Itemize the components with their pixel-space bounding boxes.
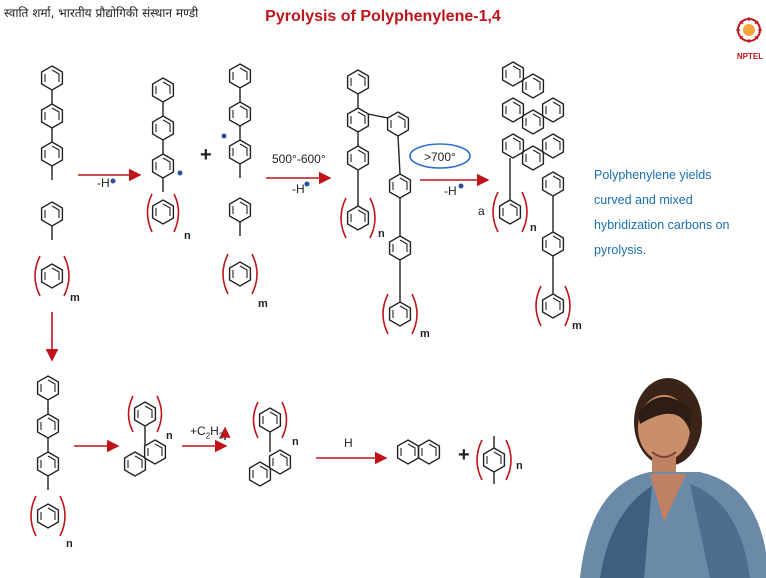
label-temp-high: >700° — [424, 150, 456, 164]
note-line-2: curved and mixed — [594, 193, 693, 207]
label-acetylene: +C2H2 — [190, 424, 224, 441]
subscript-n-6: n — [292, 436, 299, 448]
subscript-n-5: n — [166, 430, 173, 442]
note-line-4: pyrolysis. — [594, 243, 647, 257]
nptel-logo-text: NPTEL — [736, 52, 764, 61]
label-plus-2: + — [458, 444, 470, 466]
subscript-n-3: n — [530, 222, 537, 234]
label-minus-h-3: -H — [444, 184, 457, 198]
subscript-n-4: n — [66, 538, 73, 550]
subscript-m-4: m — [572, 320, 582, 332]
naphthalene — [396, 439, 441, 465]
label-temp-range: 500°-600° — [272, 152, 326, 166]
circled-temperature-mark — [409, 143, 471, 169]
xylene-unit — [476, 436, 512, 484]
phenylnaphthalene-1 — [123, 395, 167, 477]
polyphenylene-chain-1 — [34, 65, 70, 297]
coupled-polyphenylene — [340, 69, 418, 335]
note-line-1: Polyphenylene yields — [594, 168, 712, 182]
phenylnaphthalene-2 — [248, 401, 292, 487]
label-minus-h-2: -H — [292, 182, 305, 196]
presenter-credit: स्वाति शर्मा, भारतीय प्रौद्योगिकी संस्था… — [4, 6, 199, 20]
radical-fragment-1 — [146, 77, 183, 233]
fused-aromatic-product — [492, 61, 571, 327]
label-a: a — [478, 204, 485, 218]
subscript-n-7: n — [516, 460, 523, 472]
slide-title: Pyrolysis of Polyphenylene-1,4 — [265, 8, 501, 25]
presenter-video-icon — [540, 352, 766, 578]
subscript-m-3: m — [420, 328, 430, 340]
explanation-note: Polyphenylene yields curved and mixed hy… — [594, 163, 754, 263]
nptel-logo-icon — [736, 17, 762, 43]
subscript-m-2: m — [258, 298, 268, 310]
subscript-m-1: m — [70, 292, 80, 304]
label-plus-1: + — [200, 144, 212, 166]
polyphenylene-chain-2 — [30, 375, 66, 537]
subscript-n-2: n — [378, 228, 385, 240]
label-minus-h-1: -H — [97, 176, 110, 190]
label-h-radical: H — [344, 436, 353, 450]
radical-fragment-2 — [221, 63, 258, 295]
subscript-n-1: n — [184, 230, 191, 242]
note-line-3: hybridization carbons on — [594, 218, 730, 232]
